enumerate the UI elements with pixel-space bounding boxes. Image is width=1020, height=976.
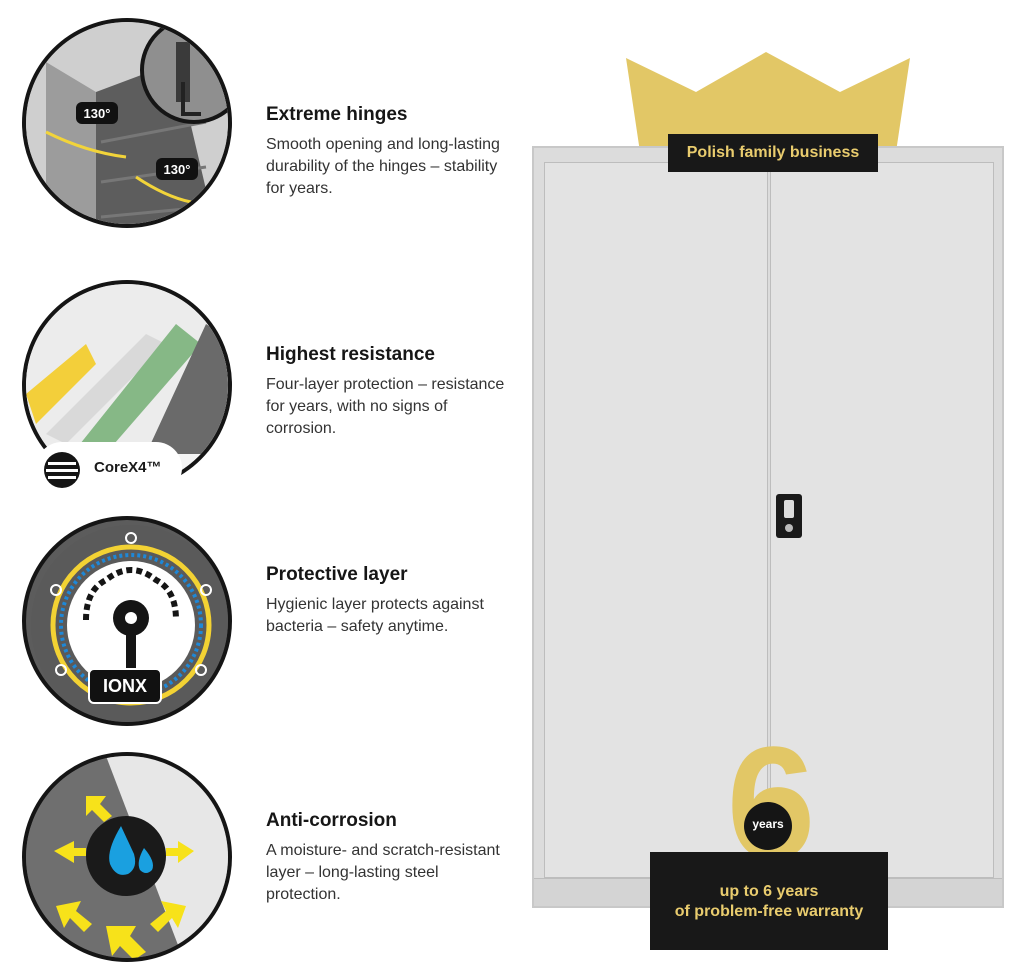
feature-protective: Protective layer Hygienic layer protects…: [266, 564, 516, 638]
feature-description: A moisture- and scratch-resistant layer …: [266, 842, 500, 903]
family-business-badge: Polish family business: [668, 134, 878, 172]
feature-description: Hygienic layer protects against bacteria…: [266, 596, 484, 635]
hinge-feature-image: [22, 18, 232, 228]
warranty-six: 6: [727, 730, 816, 870]
cabinet-door-left: [544, 162, 768, 878]
warranty-box: up to 6 years of problem-free warranty: [650, 852, 888, 950]
water-drop-icon: [26, 756, 228, 958]
warranty-line-1: up to 6 years: [719, 883, 819, 900]
corex4-label: CoreX4™: [94, 459, 162, 476]
bacteria-shield-icon: [31, 525, 228, 722]
warranty-line-2: of problem-free warranty: [674, 903, 864, 920]
metal-cabinet: [532, 146, 1004, 908]
angle-badge-1: 130°: [76, 102, 118, 124]
feature-title: Anti-corrosion: [266, 810, 397, 831]
lock-icon: [776, 494, 802, 538]
feature-title: Extreme hinges: [266, 104, 408, 125]
stack-icon: [44, 452, 80, 488]
resistance-feature-image: [22, 280, 232, 490]
feature-title: Protective layer: [266, 564, 408, 585]
hinge-icon: [26, 22, 228, 224]
feature-hinges: Extreme hinges Smooth opening and long-l…: [266, 104, 516, 200]
angle-badge-2: 130°: [156, 158, 198, 180]
ionx-badge: IONX: [88, 668, 162, 704]
feature-anticorrosion: Anti-corrosion A moisture- and scratch-r…: [266, 810, 516, 906]
corex4-badge: CoreX4™: [36, 442, 182, 494]
feature-description: Four-layer protection – resistance for y…: [266, 376, 505, 437]
feature-title: Highest resistance: [266, 344, 435, 365]
feature-description: Smooth opening and long-lasting durabili…: [266, 136, 500, 197]
feature-resistance: Highest resistance Four-layer protection…: [266, 344, 516, 440]
cabinet-door-right: [770, 162, 994, 878]
warranty-years-label: years: [752, 817, 784, 831]
anticorrosion-feature-image: [22, 752, 232, 962]
crown-icon: [626, 52, 910, 152]
protective-feature-image: [22, 516, 232, 726]
